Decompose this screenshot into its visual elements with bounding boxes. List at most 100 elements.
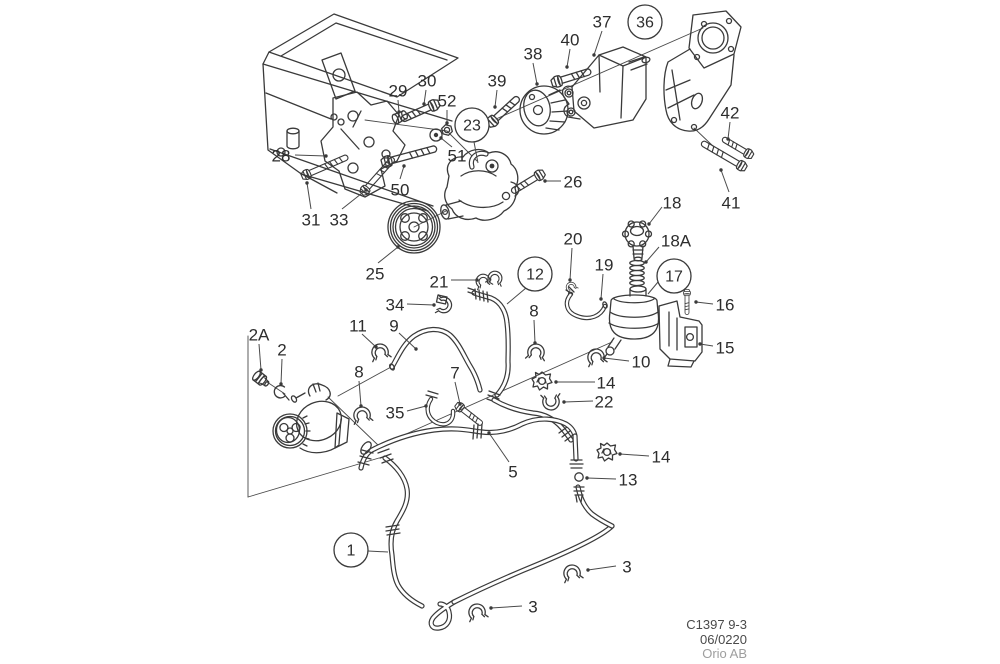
callout-leader-35: [406, 405, 427, 412]
callout-leader-dot-39: [493, 105, 497, 109]
pump-23: [440, 148, 520, 221]
callout-42: 42: [721, 104, 740, 123]
callout-leader-19: [600, 273, 604, 300]
callout-leader-dot-42: [726, 137, 730, 141]
callout-leader-5: [488, 432, 510, 463]
callout-34: 34: [386, 296, 405, 315]
callout-leader-7: [454, 381, 461, 405]
callout-35: 35: [386, 404, 405, 423]
callout-leader-33: [341, 189, 367, 210]
callout-39: 39: [488, 72, 507, 91]
callout-leader-8: [533, 319, 536, 344]
callout-25: 25: [366, 265, 385, 284]
callout-leader-dot-51: [439, 136, 443, 140]
callout-51: 51: [448, 147, 467, 166]
callout-leader-34: [406, 303, 435, 306]
callout-2A: 2A: [249, 326, 270, 345]
callout-33: 33: [330, 211, 349, 230]
callout-31: 31: [302, 211, 321, 230]
callout-leader-dot-31: [305, 181, 309, 185]
callout-leader-dot-8: [359, 404, 363, 408]
o-ring-2: [273, 384, 286, 399]
callout-leader-14: [619, 453, 650, 457]
callout-leader-dot-28: [324, 154, 328, 158]
callout-13: 13: [619, 471, 638, 490]
callout-leader-37: [593, 30, 603, 56]
spring-18a: [629, 259, 645, 287]
callout-leader-18: [648, 206, 663, 225]
callout-leader-dot-5: [487, 431, 491, 435]
callout-leader-23: [473, 141, 479, 164]
bracket-15: [658, 300, 703, 368]
drawing-number: C1397 9-3: [686, 617, 747, 632]
callout-leader-dot-13: [585, 476, 589, 480]
callout-leader-2A: [258, 343, 262, 371]
callout-8: 8: [354, 363, 363, 382]
callout-leader-41: [720, 169, 730, 193]
callout-leader-dot-3: [489, 606, 493, 610]
callout-circle-36: [627, 4, 663, 40]
callout-41: 41: [722, 194, 741, 213]
callout-leader-51: [440, 137, 453, 148]
callout-leader-3: [490, 605, 523, 609]
callout-leader-50: [399, 165, 405, 180]
callout-14: 14: [597, 374, 616, 393]
callout-circle-1: [333, 532, 369, 568]
callout-36: 36: [636, 15, 654, 32]
callout-leader-dot-10: [602, 356, 606, 360]
hose-35: [425, 390, 456, 427]
callout-leader-dot-14: [618, 452, 622, 456]
callout-leader-dot-52: [445, 121, 449, 125]
callout-8: 8: [529, 302, 538, 321]
callout-7: 7: [450, 364, 459, 383]
callout-3: 3: [622, 558, 631, 577]
callout-leader-dot-18: [647, 222, 651, 226]
spacer-29: [391, 110, 409, 125]
callout-leader-dot-33: [364, 188, 368, 192]
pump-2-assembly: [272, 382, 350, 454]
callout-28: 28: [272, 147, 291, 166]
callout-leader-dot-9: [414, 347, 418, 351]
callout-leader-30: [423, 89, 427, 105]
callout-leader-3: [587, 565, 617, 571]
callout-leader-12: [506, 287, 527, 305]
callout-3: 3: [528, 598, 537, 617]
callout-9: 9: [389, 317, 398, 336]
callout-22: 22: [595, 393, 614, 412]
callout-leader-dot-26: [543, 179, 547, 183]
callout-circle-23: [454, 107, 490, 143]
grommet-51: [429, 128, 443, 142]
callout-18A: 18A: [661, 232, 692, 251]
plug-2a: [252, 370, 270, 387]
callout-leader-8: [358, 380, 362, 407]
callout-leader-39: [494, 89, 498, 108]
return-pipe-assembly-1: [377, 433, 615, 631]
callout-leader-dot-25: [396, 245, 400, 249]
callout-leader-dot-40: [565, 65, 569, 69]
callout-18: 18: [663, 194, 682, 213]
callout-leader-dot-50: [402, 164, 406, 168]
callout-leader-15: [699, 343, 714, 347]
callout-leader-dot-16: [694, 300, 698, 304]
callout-leader-22: [563, 400, 594, 403]
callout-17: 17: [665, 269, 683, 286]
reservoir-17: [603, 220, 660, 359]
callout-29: 29: [389, 82, 408, 101]
drawing-footer: C1397 9-3 06/0220 Orio AB: [686, 617, 747, 662]
callout-23: 23: [463, 118, 481, 135]
callout-leader-dot-11: [374, 345, 378, 349]
callout-leader-13: [586, 477, 617, 480]
callout-15: 15: [716, 339, 735, 358]
callout-leader-dot-29: [397, 110, 401, 114]
callout-leader-dot-8: [533, 341, 537, 345]
callout-leader-28: [294, 154, 327, 157]
callout-leader-dot-20: [568, 278, 572, 282]
callout-leader-9: [398, 332, 417, 350]
callout-leader-dot-7: [458, 402, 462, 406]
pump-37: [561, 46, 651, 129]
revision-code: 06/0220: [700, 631, 747, 647]
callout-19: 19: [595, 256, 614, 275]
pulley-25: [387, 200, 441, 254]
